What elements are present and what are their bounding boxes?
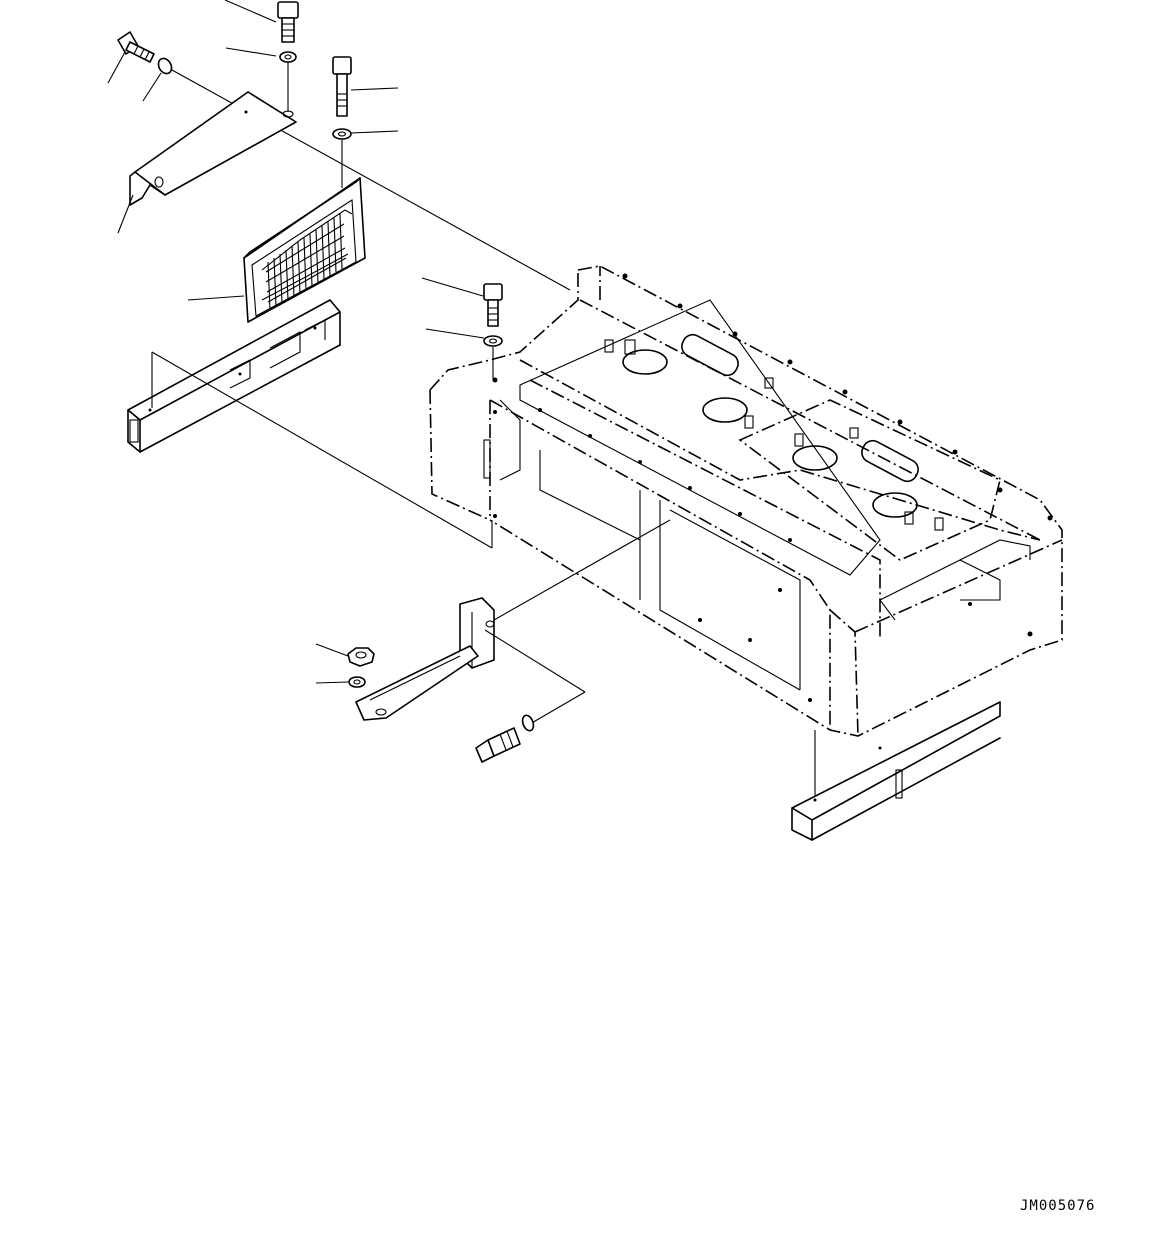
bolt-long <box>332 56 352 117</box>
bolt-horizontal <box>475 727 521 763</box>
grille-mesh <box>265 213 347 311</box>
bolt-angled <box>117 31 155 63</box>
washer <box>348 676 366 688</box>
washer <box>483 335 503 347</box>
leader-line <box>315 681 349 684</box>
right-rail <box>791 701 1001 841</box>
main-frame <box>429 265 1063 737</box>
washer <box>157 57 173 75</box>
leader-line <box>315 643 349 657</box>
leader-line <box>350 87 399 91</box>
leader-line <box>225 47 277 57</box>
leader-line <box>107 51 126 84</box>
bolt-top <box>277 1 299 43</box>
bolt-center <box>483 283 503 327</box>
leader-line <box>425 328 485 339</box>
leader-line <box>187 295 245 301</box>
leader-line <box>224 0 277 23</box>
washer <box>332 128 352 140</box>
nut <box>347 647 375 667</box>
drawing-code: JM005076 <box>1020 1198 1095 1214</box>
leader-line <box>350 130 399 134</box>
cover-bracket <box>129 91 297 206</box>
leader-line <box>142 72 162 102</box>
support-bracket <box>355 597 495 721</box>
leader-line <box>421 277 484 297</box>
leader-line <box>117 194 134 234</box>
washer <box>279 51 297 63</box>
left-rail <box>127 299 341 453</box>
washer <box>521 714 535 732</box>
